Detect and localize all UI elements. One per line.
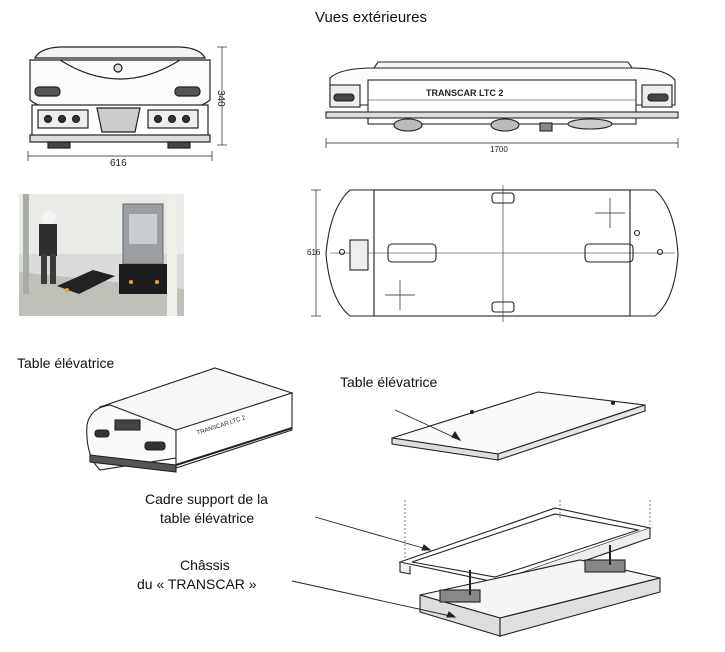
front-width-dimension: 616 xyxy=(110,158,127,169)
exploded-chassis xyxy=(291,545,661,637)
side-view xyxy=(325,61,679,148)
iso-table-label: Table élévatrice xyxy=(17,355,115,371)
page-title: Vues extérieures xyxy=(315,9,428,26)
exploded-table xyxy=(391,391,646,461)
top-width-dimension: 616 xyxy=(307,248,321,257)
side-brand-label: TRANSCAR LTC 2 xyxy=(426,88,504,98)
exploded-table-label: Table élévatrice xyxy=(340,374,438,390)
frame-label-line1: Cadre support de la xyxy=(145,491,268,507)
front-height-dimension: 340 xyxy=(215,90,226,107)
chassis-label-line1: Châssis xyxy=(180,557,230,573)
frame-label-line2: table élévatrice xyxy=(160,510,255,526)
top-view xyxy=(311,185,679,322)
side-length-dimension: 1700 xyxy=(490,145,508,154)
transcar-photo xyxy=(19,194,184,316)
chassis-label-line2: du « TRANSCAR » xyxy=(137,576,257,592)
iso-view xyxy=(86,367,294,473)
front-view xyxy=(27,46,227,161)
